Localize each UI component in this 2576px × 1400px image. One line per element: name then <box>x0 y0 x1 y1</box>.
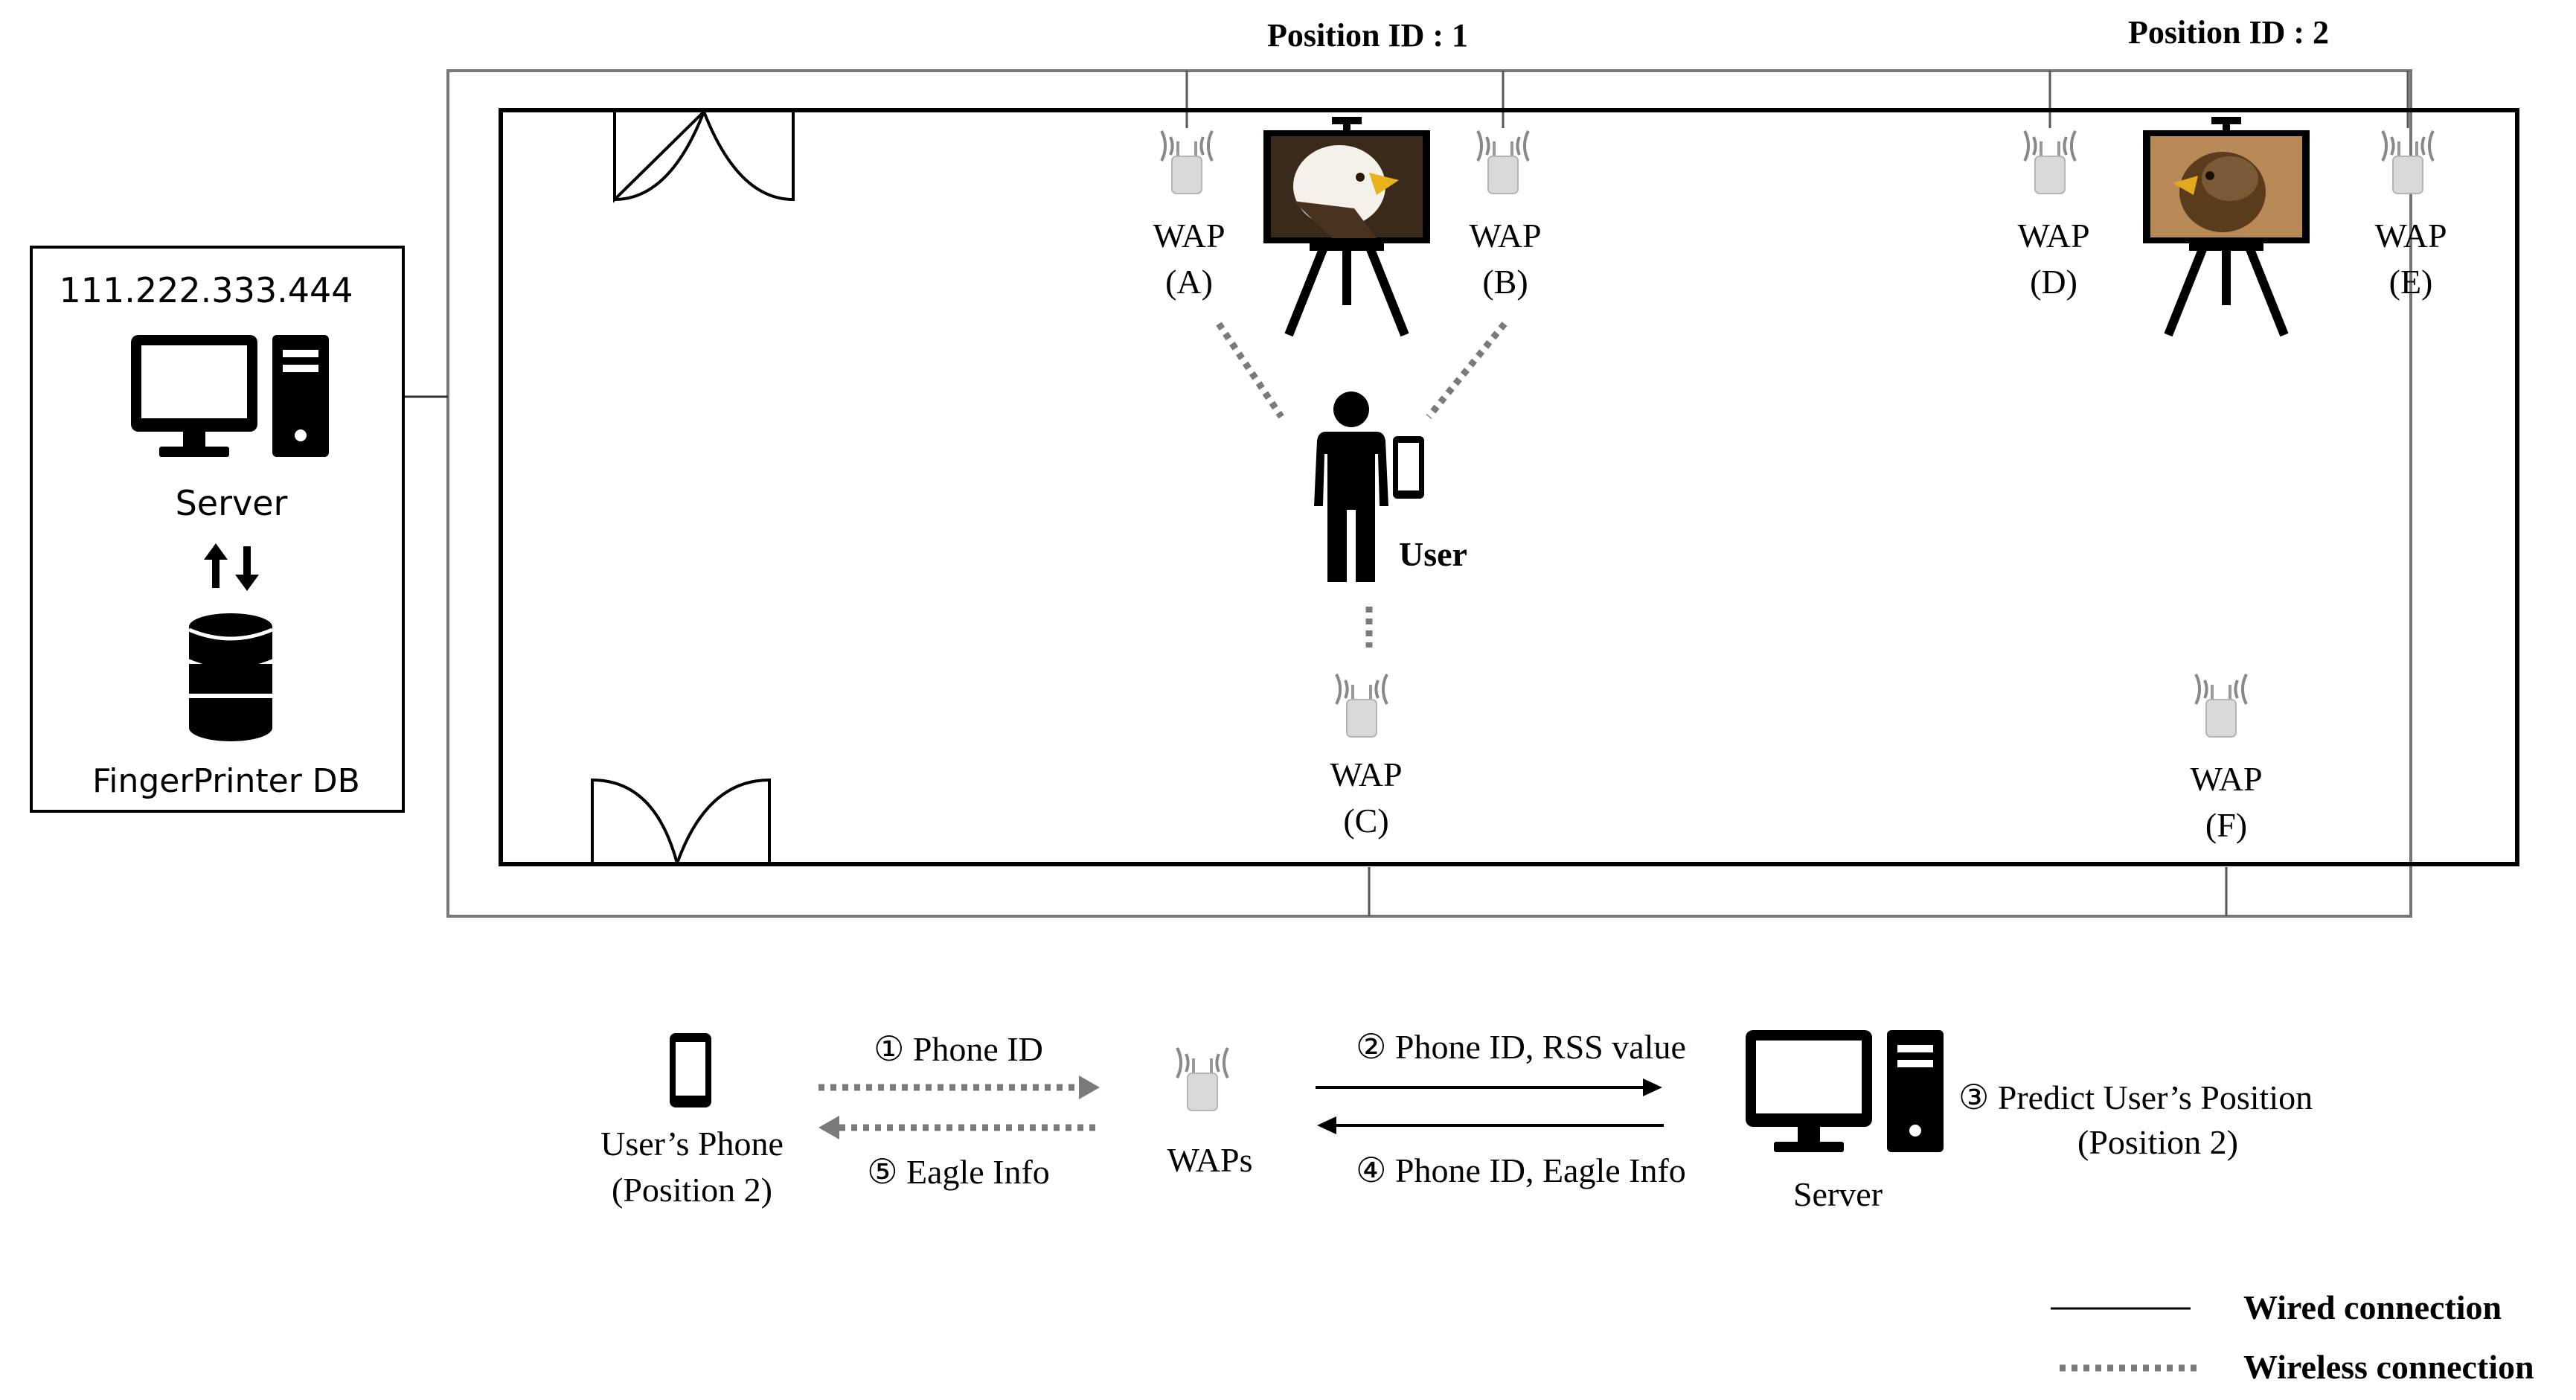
server-label: Server <box>176 483 288 523</box>
phone-icon <box>670 1033 711 1107</box>
flow-server-label: Server <box>1793 1175 1883 1213</box>
wap-e: WAP (E) <box>2374 130 2447 301</box>
exhibition-room <box>499 108 2519 866</box>
wap-d-name: WAP <box>2017 217 2089 255</box>
waps-icon <box>1176 1046 1229 1112</box>
door-bottom-icon <box>591 778 771 864</box>
eagle-painting-1-icon <box>1263 121 1430 335</box>
wap-b-icon <box>1476 130 1530 195</box>
wap-a-name: WAP <box>1153 217 1225 255</box>
wap-c: WAP (C) <box>1330 673 1403 840</box>
flow-server-computer-icon <box>1746 1030 1944 1152</box>
wap-c-name: WAP <box>1330 755 1402 793</box>
wap-b-id: (B) <box>1482 263 1528 301</box>
eagle-painting-2-icon <box>2143 121 2310 335</box>
wap-a-icon <box>1160 130 1214 195</box>
step1-wireless-arrow <box>818 1075 1100 1099</box>
server-ip: 111.222.333.444 <box>59 270 353 310</box>
phone-label-line1: User’s Phone <box>600 1125 784 1163</box>
user-label: User <box>1399 535 1467 573</box>
wap-b: WAP (B) <box>1469 130 1542 301</box>
position-id-1-label: Position ID : 1 <box>1267 17 1468 54</box>
database-icon <box>188 613 273 741</box>
position-id-2-label: Position ID : 2 <box>2128 14 2329 51</box>
wap-c-icon <box>1335 673 1388 738</box>
database-label: FingerPrinter DB <box>92 762 360 800</box>
door-top-icon <box>613 110 795 203</box>
legend: Wired connection Wireless connection <box>2051 1288 2534 1386</box>
wap-e-name: WAP <box>2374 217 2447 255</box>
waps-label: WAPs <box>1167 1141 1252 1179</box>
step2-wired-arrow <box>1316 1078 1662 1096</box>
server-panel: 111.222.333.444 Server FingerPrinter DB <box>30 246 405 813</box>
legend-wired-label: Wired connection <box>2243 1288 2502 1326</box>
wap-e-id: (E) <box>2389 263 2433 301</box>
step2-label: ② Phone ID, RSS value <box>1356 1028 1686 1066</box>
wired-loop <box>446 69 2412 918</box>
user-figure-icon <box>1314 391 1424 582</box>
wap-e-icon <box>2381 130 2435 195</box>
wap-d-id: (D) <box>2030 263 2077 301</box>
wap-a-id: (A) <box>1165 263 1213 301</box>
communication-flow: User’s Phone (Position 2) ① Phone ID ⑤ E… <box>600 1028 2313 1213</box>
wap-d: WAP (D) <box>2017 130 2090 301</box>
step3-label-line1: ③ Predict User’s Position <box>1958 1078 2313 1116</box>
wap-f-name: WAP <box>2190 760 2262 798</box>
wap-d-icon <box>2023 130 2077 195</box>
wap-f-id: (F) <box>2205 806 2247 844</box>
wap-a: WAP (A) <box>1153 130 1225 301</box>
legend-wireless-label: Wireless connection <box>2243 1348 2534 1386</box>
wired-network <box>403 69 2412 918</box>
wap-f-icon <box>2194 673 2248 738</box>
step5-label: ⑤ Eagle Info <box>867 1153 1050 1191</box>
step3-label-line2: (Position 2) <box>2077 1123 2238 1161</box>
wap-b-name: WAP <box>1469 217 1541 255</box>
wap-c-id: (C) <box>1343 802 1388 840</box>
phone-label-line2: (Position 2) <box>612 1171 772 1209</box>
sync-arrows-icon <box>204 543 259 591</box>
step5-wireless-arrow <box>818 1116 1100 1140</box>
step4-label: ④ Phone ID, Eagle Info <box>1356 1151 1686 1189</box>
step1-label: ① Phone ID <box>874 1030 1043 1068</box>
step4-wired-arrow <box>1317 1116 1664 1134</box>
wireless-links <box>1216 322 1508 648</box>
wap-f: WAP (F) <box>2190 673 2263 844</box>
